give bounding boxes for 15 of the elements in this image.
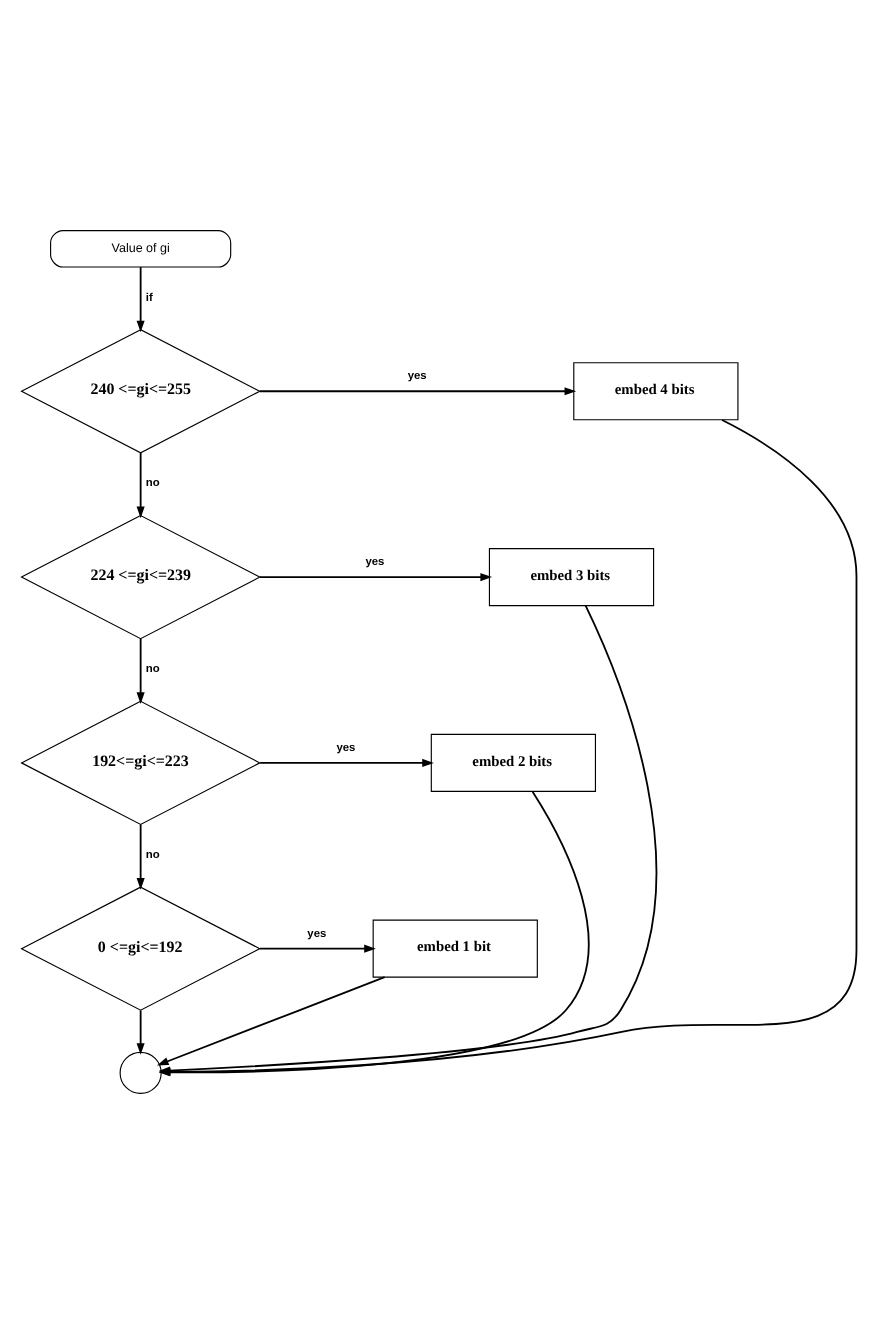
arrow bbox=[258, 572, 493, 581]
arrow bbox=[136, 1008, 145, 1054]
arrow bbox=[156, 975, 386, 1065]
node-diamond: 240 <=gi<=255 bbox=[20, 328, 261, 453]
arrow bbox=[136, 265, 145, 332]
arrow bbox=[136, 636, 145, 703]
node-circle bbox=[119, 1050, 162, 1093]
node-diamond: 0 <=gi<=192 bbox=[20, 885, 261, 1010]
arrow bbox=[259, 757, 434, 766]
arrow bbox=[259, 943, 376, 952]
node-diamond: 224 <=gi<=239 bbox=[20, 513, 261, 639]
node-diamond: 192<=gi<=223 bbox=[20, 699, 261, 825]
arrow bbox=[136, 451, 145, 518]
arrow bbox=[136, 822, 145, 889]
arrow bbox=[258, 386, 577, 395]
